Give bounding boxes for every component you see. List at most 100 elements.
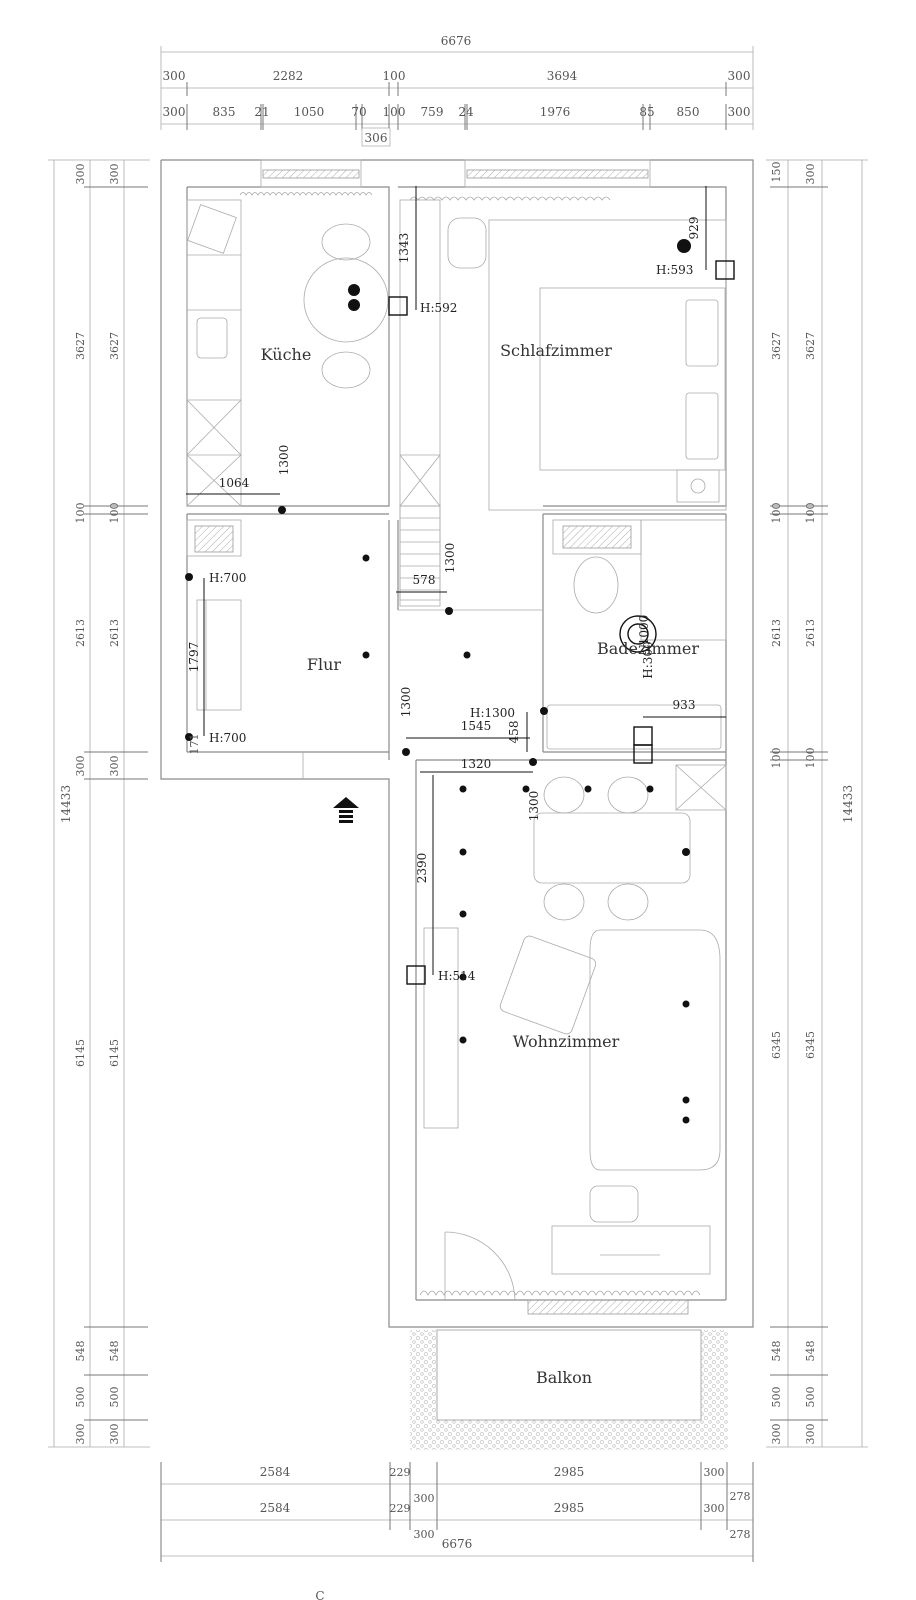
dim-right-i7: 500 <box>804 1387 817 1408</box>
dim-top-r1-2: 100 <box>383 69 406 83</box>
dim-bot-r1-4: 278 <box>730 1490 751 1503</box>
dim-right-o3: 2613 <box>770 619 783 647</box>
dim-left-i4: 300 <box>108 756 121 777</box>
dim-f1300b: 1300 <box>399 687 413 718</box>
pendant-light-icon <box>677 239 691 253</box>
dim-left-o3: 2613 <box>74 619 87 647</box>
note-h592: H:592 <box>420 301 457 315</box>
dim-right-o5: 6345 <box>770 1031 783 1059</box>
dim-left-o8: 300 <box>74 1424 87 1445</box>
dim-top-r2-5: 100 <box>383 105 406 119</box>
dim-top-r1-3: 3694 <box>547 69 578 83</box>
dim-left-o6: 548 <box>74 1341 87 1362</box>
dim-right-i5: 6345 <box>804 1031 817 1059</box>
dim-right-o8: 300 <box>770 1424 783 1445</box>
dim-left-o5: 6145 <box>74 1039 87 1067</box>
socket-box-icon <box>388 296 408 316</box>
dim-left-i3: 2613 <box>108 619 121 647</box>
dim-right-o6: 548 <box>770 1341 783 1362</box>
furniture <box>186 199 727 1275</box>
dim-right-i6: 548 <box>804 1341 817 1362</box>
dim-top-r2-1: 835 <box>213 105 236 119</box>
entrance-arrow-icon <box>333 797 359 808</box>
dim-bot-r2-2: 300 <box>414 1492 435 1505</box>
walls <box>160 159 754 1328</box>
dim-top-r1-4: 300 <box>728 69 751 83</box>
dim-f458: 458 <box>507 721 521 744</box>
dim-k1343: 1343 <box>397 233 411 264</box>
dim-top-r1-1: 2282 <box>273 69 304 83</box>
dim-right-o0: 150 <box>770 162 783 183</box>
dim-w1300: 1300 <box>527 791 541 822</box>
dim-top-r1-0: 300 <box>163 69 186 83</box>
dim-left-o7: 500 <box>74 1387 87 1408</box>
note-h514: H:514 <box>438 969 476 983</box>
dim-bot-r1-0: 2584 <box>260 1465 291 1479</box>
dim-right-total: 14433 <box>841 785 855 823</box>
note-h593: H:593 <box>656 263 693 277</box>
dimension-top: 6676 300 2282 100 3694 300 300 835 21 10… <box>160 34 754 147</box>
dim-bot-c-label: C <box>315 1589 324 1600</box>
room-label-kitchen: Küche <box>261 345 312 364</box>
dim-right-o4: 100 <box>770 748 783 769</box>
note-h300: H:300 <box>641 641 655 678</box>
dim-bot-r2-5: 278 <box>730 1528 751 1541</box>
room-label-bathroom: Badezimmer <box>597 639 699 658</box>
dim-top-r2-2: 21 <box>254 105 269 119</box>
dim-top-sub: 306 <box>365 131 388 145</box>
dim-top-r2-9: 85 <box>639 105 654 119</box>
dim-f171: 171 <box>188 734 201 755</box>
dim-f1545: 1545 <box>461 719 492 733</box>
dim-right-i1: 3627 <box>804 332 817 360</box>
dim-k1064: 1064 <box>219 476 250 490</box>
dim-s929: 929 <box>687 217 701 240</box>
dim-f1797: 1797 <box>187 642 201 673</box>
dim-top-r2-6: 759 <box>421 105 444 119</box>
dim-left-i0: 300 <box>108 164 121 185</box>
dim-top-r2-8: 1976 <box>540 105 571 119</box>
balcony-area <box>410 1329 728 1450</box>
dim-bot-r2-1: 229 <box>390 1502 411 1515</box>
dim-f1300: 1300 <box>443 543 457 574</box>
dim-bot-r2-4: 300 <box>704 1502 725 1515</box>
note-h700b: H:700 <box>209 731 246 745</box>
dim-left-total: 14433 <box>59 785 73 823</box>
socket-box-icon <box>633 726 653 746</box>
dim-bot-r1-3: 300 <box>704 1466 725 1479</box>
dim-f578: 578 <box>413 573 436 587</box>
dim-right-o1: 3627 <box>770 332 783 360</box>
interior-dimensions: 1343 1300 1064 578 1300 1797 171 1300 15… <box>187 217 701 983</box>
dim-left-o1: 3627 <box>74 332 87 360</box>
dim-bot-r2-0: 2584 <box>260 1501 291 1515</box>
electrical <box>185 186 735 1124</box>
socket-box-icon <box>633 744 653 764</box>
dim-bot-r1-1: 229 <box>390 1466 411 1479</box>
dim-left-i1: 3627 <box>108 332 121 360</box>
dim-top-total: 6676 <box>441 34 472 48</box>
dim-left-o0: 300 <box>74 164 87 185</box>
dim-right-i4: 100 <box>804 748 817 769</box>
dim-k1300: 1300 <box>277 445 291 476</box>
dim-left-o4: 300 <box>74 756 87 777</box>
dim-right-i2: 100 <box>804 503 817 524</box>
dim-top-r2-4: 70 <box>351 105 366 119</box>
dim-b933: 933 <box>673 698 696 712</box>
dimension-right: 14433 150 3627 100 2613 100 6345 548 500… <box>766 159 868 1448</box>
dim-bot-r3-0: 300 <box>414 1528 435 1541</box>
socket-box-icon <box>406 965 426 985</box>
dim-right-i3: 2613 <box>804 619 817 647</box>
dim-f1320: 1320 <box>461 757 492 771</box>
pendant-light-icon <box>348 284 360 296</box>
dim-left-i8: 300 <box>108 1424 121 1445</box>
dim-bot-r1-2: 2985 <box>554 1465 585 1479</box>
dim-left-o2: 100 <box>74 503 87 524</box>
dim-right-i8: 300 <box>804 1424 817 1445</box>
dimension-bottom: 2584 229 2985 300 278 2584 229 300 2985 … <box>160 1462 754 1600</box>
dim-top-r2-10: 850 <box>677 105 700 119</box>
dim-bot-r2-3: 2985 <box>554 1501 585 1515</box>
pendant-light-icon <box>682 848 690 856</box>
dim-left-i7: 500 <box>108 1387 121 1408</box>
dim-right-i0: 300 <box>804 164 817 185</box>
dim-top-r2-7: 24 <box>458 105 474 119</box>
